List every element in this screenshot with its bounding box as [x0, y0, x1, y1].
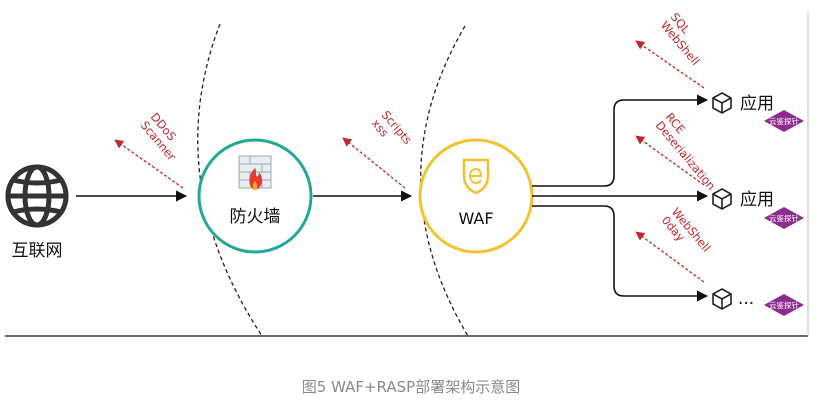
- threat-label-xss: Scripts xss: [369, 108, 415, 147]
- arrow-waf-to-app1: [532, 94, 709, 187]
- threat-label-rce: RCE Deserialization: [653, 110, 719, 193]
- cube-icon: [712, 288, 732, 310]
- rasp-badge-app3: 云鉴探针: [764, 294, 804, 316]
- globe-icon: [5, 164, 69, 228]
- firewall-node: [197, 138, 313, 254]
- threat-arrow-sql: [635, 40, 705, 89]
- app3-label: ...: [738, 289, 754, 309]
- threat-label-sql: SQL WebShell: [658, 10, 703, 68]
- figure-caption: 图5 WAF+RASP部署架构示意图: [302, 378, 520, 396]
- boundary-arc-1: [197, 23, 263, 337]
- app1-label: 应用: [740, 94, 774, 114]
- rasp-badge-app1: 云鉴探针: [764, 110, 804, 132]
- threat-arrow-webshell: [635, 231, 705, 283]
- waf-node: [418, 138, 534, 254]
- badge-text: 云鉴探针: [769, 116, 799, 126]
- shield-e-icon: [462, 158, 490, 195]
- threat-arrow-xss: [342, 137, 406, 189]
- threat-label-ddos: DDoS Scanner: [138, 110, 179, 164]
- badge-text: 云鉴探针: [769, 300, 799, 310]
- firewall-label: 防火墙: [230, 207, 281, 227]
- internet-label: 互联网: [12, 241, 63, 261]
- cube-icon: [712, 92, 732, 114]
- waf-label: WAF: [458, 209, 493, 228]
- app2-label: 应用: [740, 190, 774, 210]
- badge-text: 云鉴探针: [769, 213, 799, 223]
- threat-arrow-ddos: [114, 139, 184, 189]
- arrow-waf-to-app3: [532, 205, 709, 302]
- threat-arrow-rce: [635, 135, 705, 186]
- rasp-badge-app2: 云鉴探针: [764, 207, 804, 229]
- cube-icon: [712, 188, 732, 210]
- brick-wall-fire-icon: [238, 155, 272, 190]
